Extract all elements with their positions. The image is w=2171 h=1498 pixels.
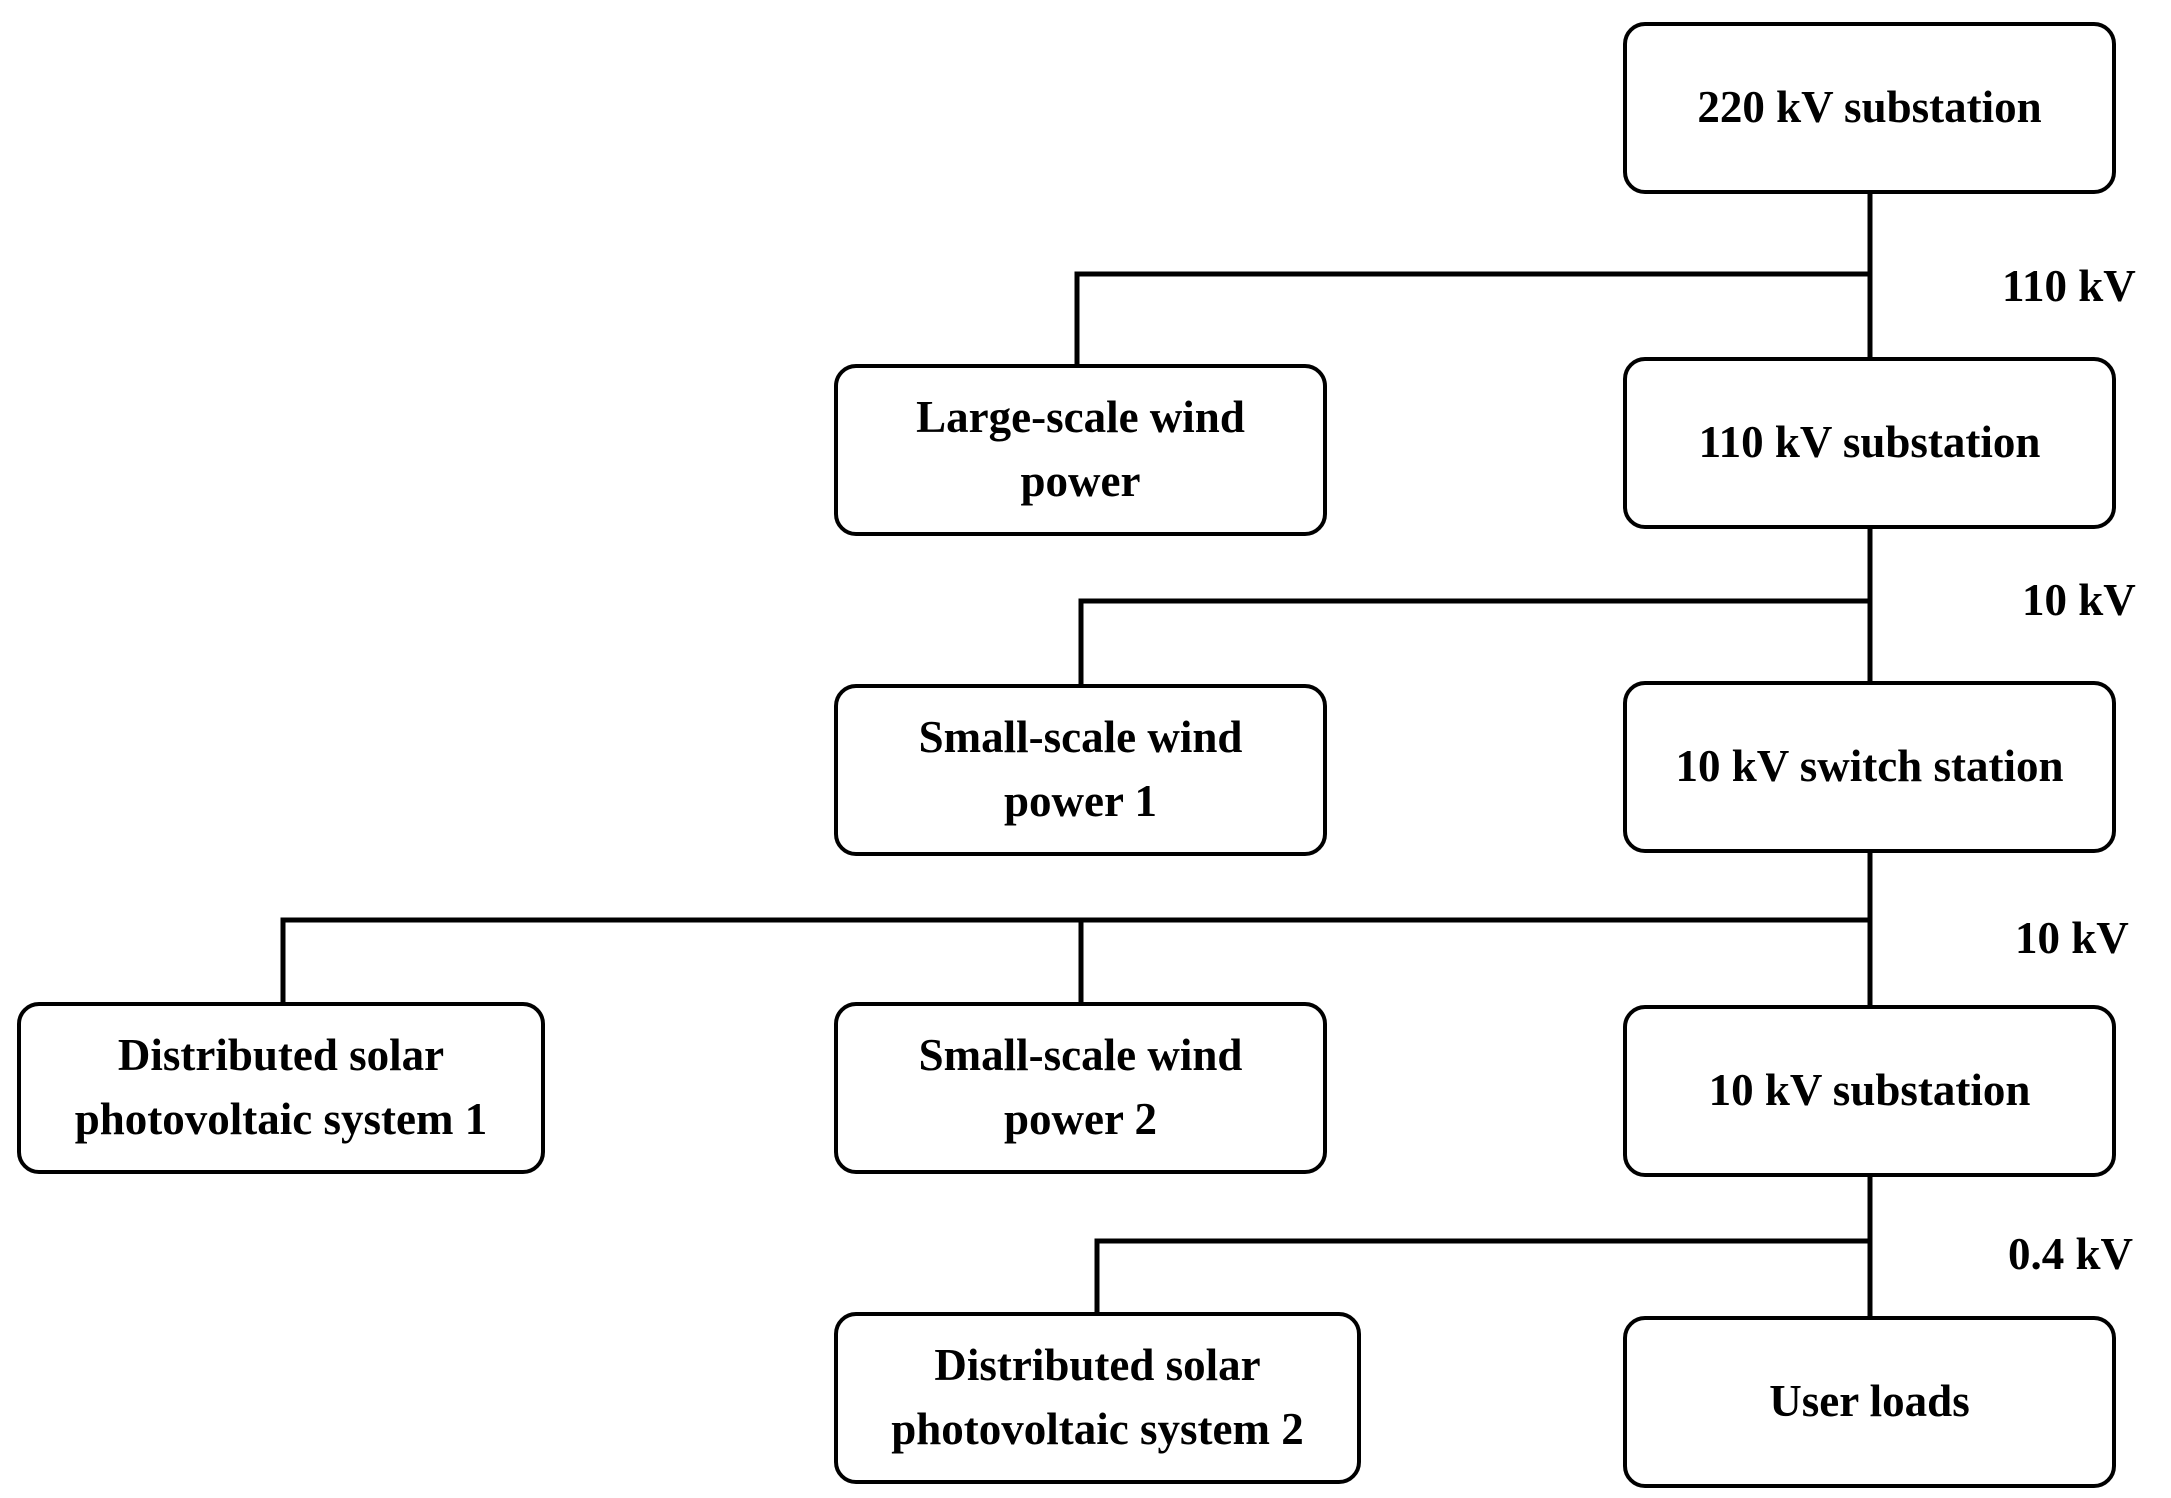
substation-220kv-box: 220 kV substation [1623,22,2116,194]
small-scale-wind-power-1-label-line-2: power 1 [1004,776,1157,826]
substation-10kv-box: 10 kV substation [1623,1005,2116,1177]
substation-110kv-label: 110 kV substation [1698,417,2041,468]
small-scale-wind-power-2-label-line-1: Small-scale wind [918,1030,1243,1081]
small-scale-wind-power-1-box: Small-scale wind power 1 [834,684,1327,856]
solar-pv-system-2-label-line-2: photovoltaic system 2 [891,1404,1304,1454]
small-scale-wind-power-2-label-line-2: power 2 [1004,1094,1157,1144]
solar-pv-system-2-box: Distributed solar photovoltaic system 2 [834,1312,1361,1484]
small-scale-wind-power-2-box: Small-scale wind power 2 [834,1002,1327,1174]
voltage-label-10kv-upper: 10 kV [2022,575,2136,625]
solar-pv-system-1-box: Distributed solar photovoltaic system 1 [17,1002,545,1174]
solar-pv-system-1-label-line-1: Distributed solar [117,1030,445,1081]
large-scale-wind-power-box: Large-scale wind power [834,364,1327,536]
small-scale-wind-power-1-label-line-1: Small-scale wind [918,712,1243,763]
user-loads-box: User loads [1623,1316,2116,1488]
switch-station-10kv-box: 10 kV switch station [1623,681,2116,853]
voltage-label-110kv: 110 kV [2002,261,2136,311]
voltage-label-0-4kv: 0.4 kV [2008,1229,2134,1279]
solar-pv-system-1-label-line-2: photovoltaic system 1 [74,1094,488,1144]
large-scale-wind-power-label-line-2: power [1020,456,1141,506]
switch-station-10kv-label: 10 kV switch station [1675,741,2064,792]
large-scale-wind-power-label-line-1: Large-scale wind [916,392,1245,443]
substation-110kv-box: 110 kV substation [1623,357,2116,529]
substation-10kv-label: 10 kV substation [1708,1065,2031,1116]
substation-220kv-label: 220 kV substation [1697,82,2042,133]
user-loads-label: User loads [1769,1376,1970,1427]
voltage-label-10kv-lower: 10 kV [2015,913,2129,963]
solar-pv-system-2-label-line-1: Distributed solar [934,1340,1261,1391]
